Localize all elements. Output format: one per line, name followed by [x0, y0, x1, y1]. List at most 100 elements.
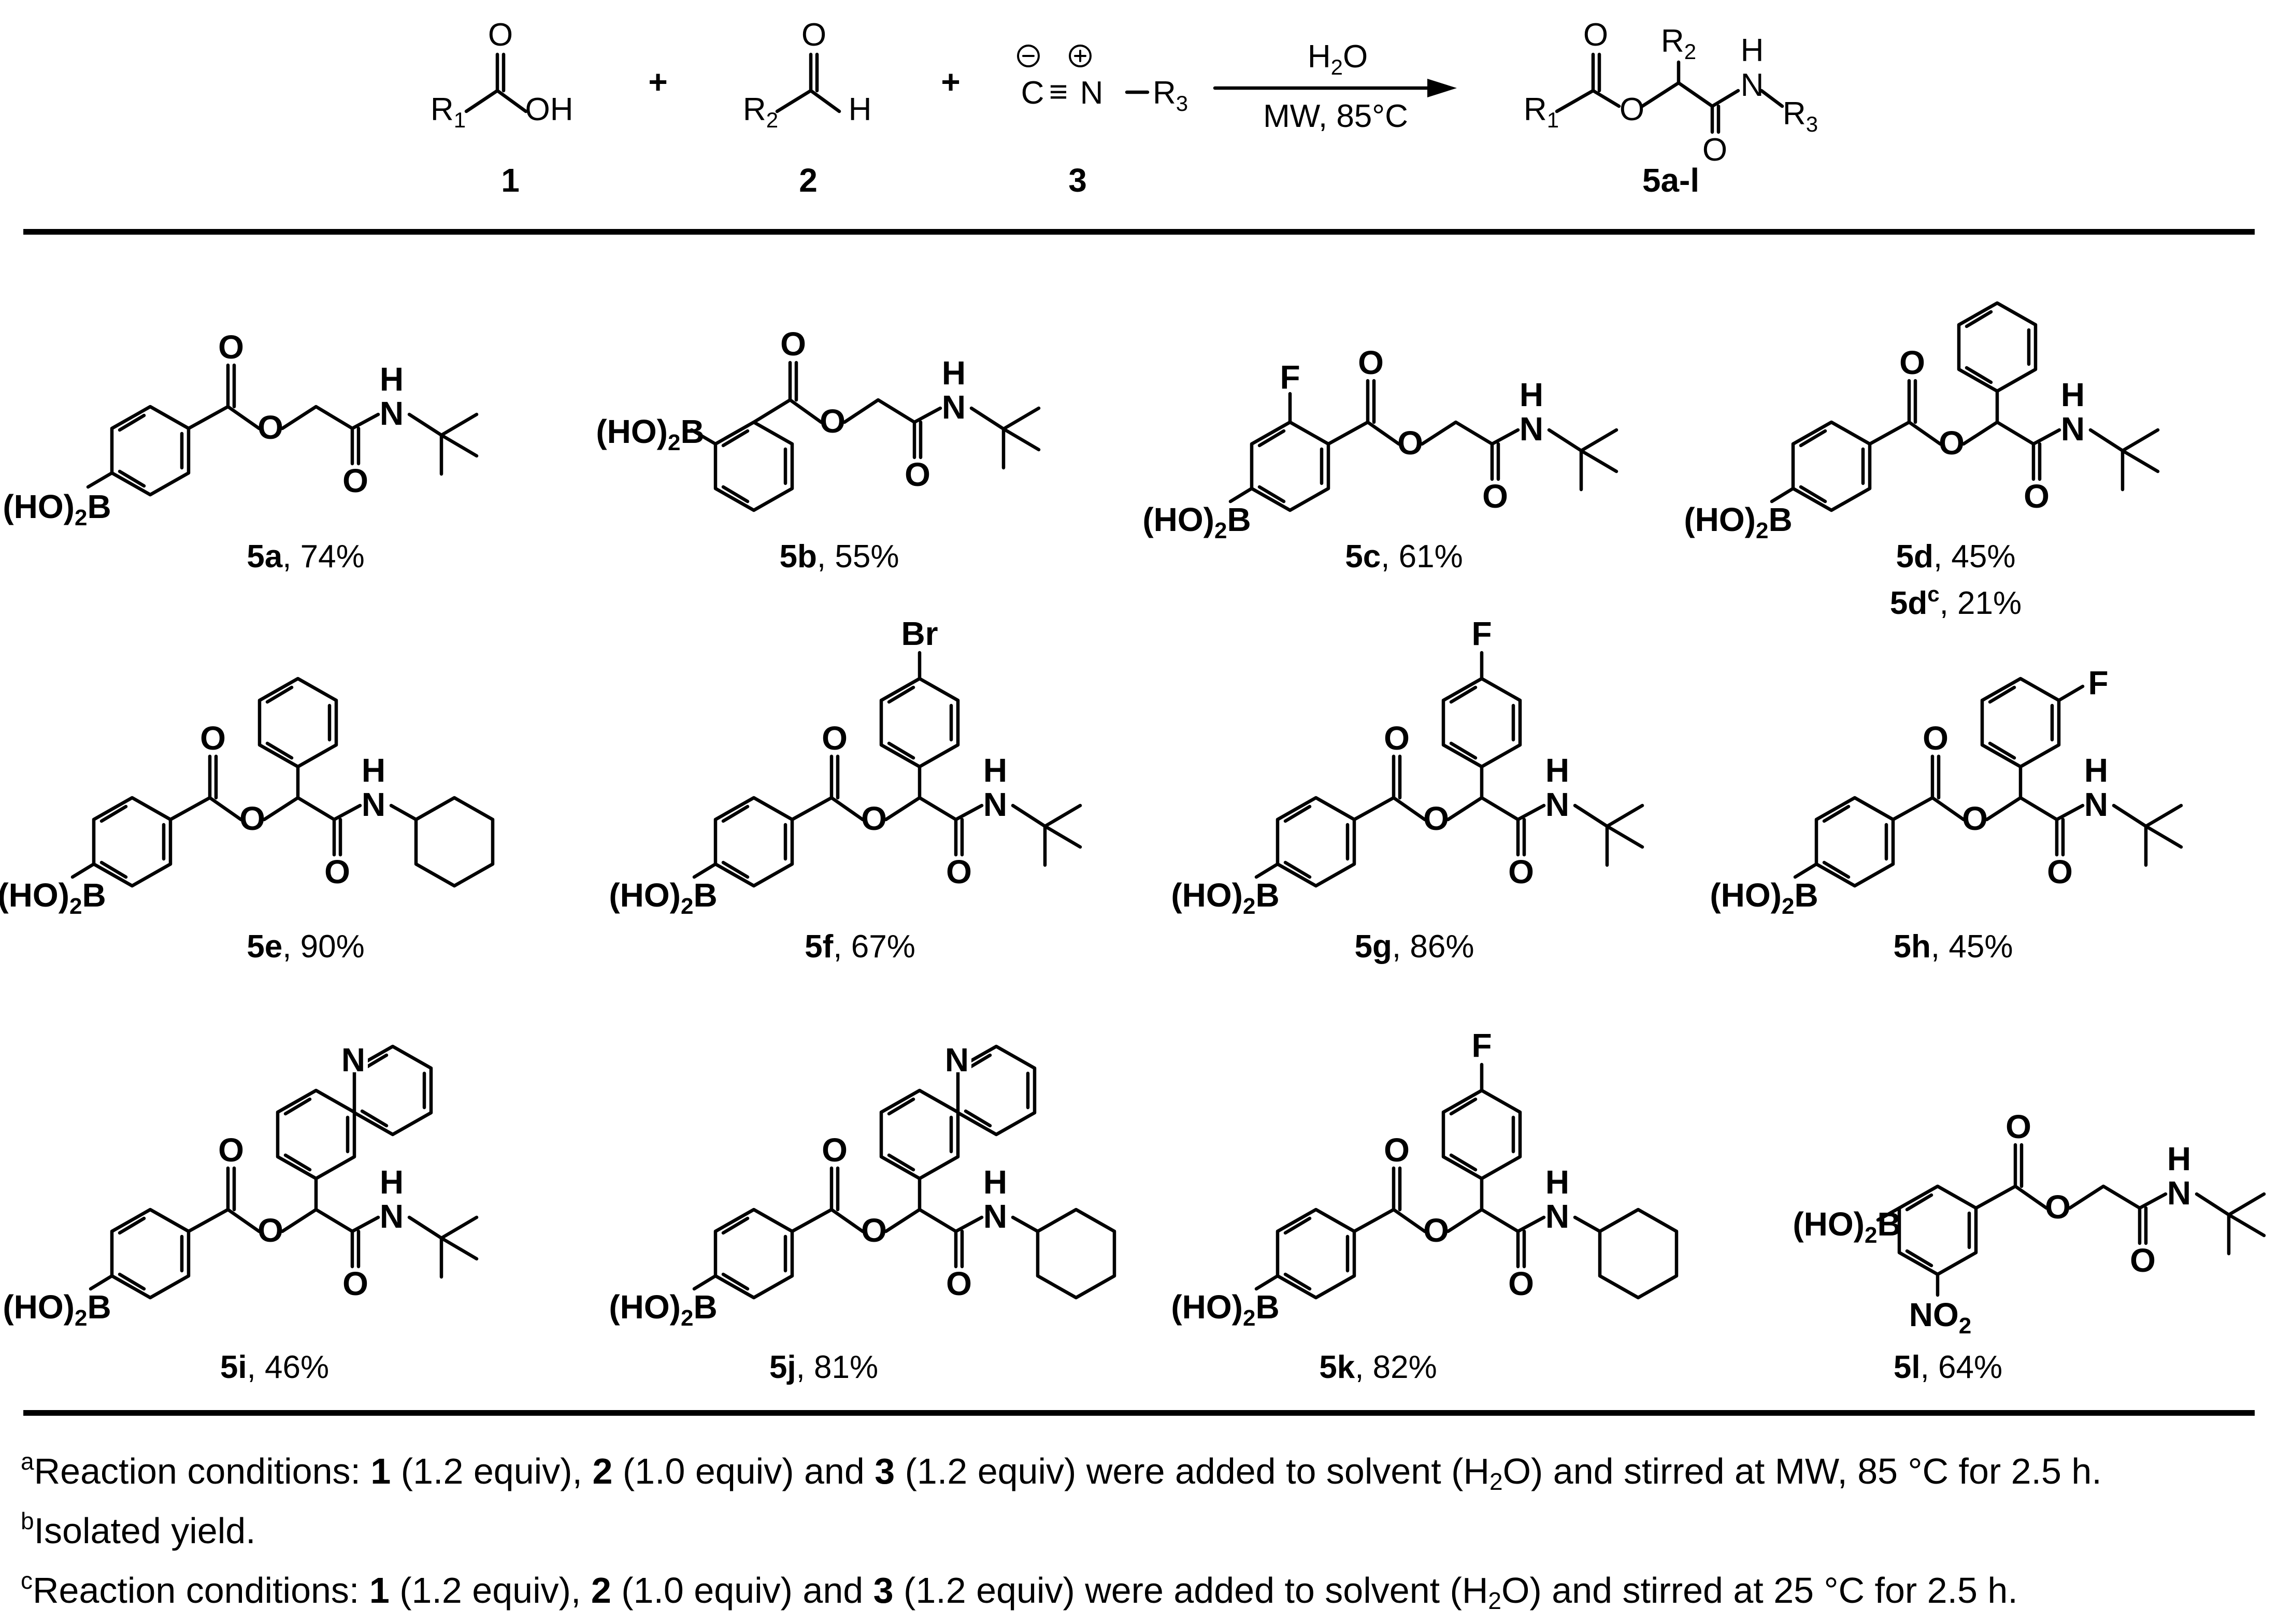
svg-text:R3: R3 — [1153, 75, 1188, 116]
svg-text:H: H — [2167, 1140, 2191, 1177]
svg-text:N: N — [1545, 786, 1569, 823]
svg-text:C: C — [1021, 75, 1044, 111]
svg-text:O: O — [780, 325, 806, 363]
svg-text:O: O — [257, 1212, 283, 1249]
svg-text:O: O — [200, 720, 226, 757]
svg-text:O: O — [2005, 1108, 2031, 1145]
structure-5a: O O O H N (HO)2B — [3, 328, 477, 530]
svg-text:Br: Br — [901, 615, 938, 652]
plus-sign-2: + — [941, 63, 960, 100]
compound-label-5c: 5c, 61% — [1345, 539, 1463, 574]
svg-text:O: O — [239, 800, 265, 837]
svg-text:O: O — [1384, 720, 1410, 757]
svg-text:F: F — [1280, 358, 1300, 396]
svg-text:N: N — [942, 389, 966, 426]
svg-text:F: F — [1471, 1027, 1492, 1064]
footnote-c: cReaction conditions: 1 (1.2 equiv), 2 (… — [21, 1567, 2018, 1614]
structure-5b: O O O H N (HO)2B — [596, 325, 1039, 510]
svg-text:O: O — [488, 17, 513, 53]
svg-text:O: O — [905, 456, 930, 493]
compound-label-5f: 5f, 67% — [805, 929, 915, 965]
structure-5f: Br O O O H N (HO)2B — [609, 615, 1080, 919]
svg-text:N: N — [341, 1041, 365, 1079]
svg-text:(HO)2B: (HO)2B — [1171, 876, 1279, 919]
svg-text:O: O — [257, 409, 283, 446]
svg-text:OH: OH — [525, 92, 574, 127]
reaction-scheme: O R1 OH 1 + O R2 H 2 + C ≡ N R3 3 H — [0, 17, 2278, 1385]
footnote-b: bIsolated yield. — [21, 1507, 256, 1551]
svg-text:O: O — [1482, 478, 1508, 515]
structure-5i: N O O O H N (HO)2B — [3, 1041, 477, 1331]
svg-text:O: O — [2024, 478, 2050, 515]
svg-text:O: O — [1384, 1131, 1410, 1169]
svg-text:H: H — [942, 354, 966, 392]
svg-text:O: O — [946, 1265, 972, 1302]
structure-5c: F O O O H N (HO)2B — [1142, 344, 1616, 543]
svg-text:F: F — [1471, 615, 1492, 652]
svg-text:H: H — [983, 752, 1007, 789]
svg-text:H: H — [362, 752, 385, 789]
svg-text:H: H — [1545, 1163, 1569, 1201]
svg-text:(HO)2B: (HO)2B — [1142, 501, 1251, 543]
svg-text:N: N — [380, 395, 404, 432]
svg-text:O: O — [342, 462, 368, 499]
compound-label-5e: 5e, 90% — [247, 929, 365, 965]
svg-text:R1: R1 — [431, 92, 466, 132]
structure-5d: O O O H N (HO)2B — [1684, 303, 2158, 543]
conditions-bottom: MW, 85°C — [1263, 98, 1408, 134]
svg-text:N: N — [945, 1041, 969, 1079]
svg-text:N: N — [380, 1198, 404, 1235]
svg-text:O: O — [1508, 853, 1534, 890]
svg-text:≡: ≡ — [1049, 74, 1068, 110]
svg-text:O: O — [801, 17, 826, 53]
svg-text:N: N — [2084, 786, 2108, 823]
compound-label-5b: 5b, 55% — [780, 539, 899, 574]
svg-text:N: N — [362, 786, 385, 823]
bottom-rule — [23, 1410, 2255, 1416]
reactant-2-label: 2 — [799, 162, 818, 199]
svg-text:O: O — [861, 800, 887, 837]
svg-text:O: O — [1620, 92, 1644, 127]
svg-text:N: N — [1080, 75, 1104, 111]
svg-text:O: O — [1397, 424, 1423, 462]
svg-text:O: O — [2130, 1242, 2156, 1279]
svg-text:R3: R3 — [1783, 96, 1818, 136]
svg-text:O: O — [218, 1131, 244, 1169]
svg-text:N: N — [1520, 410, 1543, 448]
svg-text:(HO)2B: (HO)2B — [1710, 876, 1818, 919]
svg-text:O: O — [1508, 1265, 1534, 1302]
structure-5h: F O O O H N (HO)2B — [1710, 664, 2181, 919]
svg-text:H2O: H2O — [1308, 39, 1368, 79]
scheme-reactant-2: O R2 H 2 — [743, 17, 871, 199]
svg-text:(HO)2B: (HO)2B — [1684, 501, 1792, 543]
structure-5g: F O O O H N (HO)2B — [1171, 615, 1642, 919]
svg-text:(HO)2B: (HO)2B — [0, 876, 106, 919]
svg-text:O: O — [820, 403, 846, 440]
svg-text:NO2: NO2 — [1909, 1296, 1971, 1339]
reactant-3-label: 3 — [1068, 162, 1087, 199]
svg-text:H: H — [1741, 33, 1764, 68]
svg-text:(HO)2B: (HO)2B — [1171, 1288, 1279, 1331]
svg-text:O: O — [1962, 800, 1988, 837]
svg-text:O: O — [1423, 1212, 1449, 1249]
structure-5k: F O O O H N (HO)2B — [1171, 1027, 1677, 1331]
svg-text:O: O — [946, 853, 972, 890]
top-rule — [23, 229, 2255, 235]
reaction-arrow: H2O MW, 85°C — [1213, 39, 1457, 134]
svg-text:O: O — [822, 720, 848, 757]
svg-text:N: N — [1545, 1198, 1569, 1235]
svg-text:O: O — [1423, 800, 1449, 837]
svg-text:N: N — [2061, 410, 2085, 448]
compound-label-5h: 5h, 45% — [1894, 929, 2013, 965]
svg-text:N: N — [983, 1198, 1007, 1235]
scheme-reactant-1: O R1 OH 1 — [431, 17, 574, 199]
svg-text:N: N — [2167, 1174, 2191, 1212]
structure-5e: O O O H N (HO)2B — [0, 679, 493, 919]
svg-text:(HO)2B: (HO)2B — [609, 876, 717, 919]
svg-text:O: O — [218, 328, 244, 366]
scheme-reactant-3: C ≡ N R3 3 — [1017, 45, 1188, 199]
compound-label-5d: 5d, 45% — [1896, 539, 2016, 574]
svg-text:R1: R1 — [1524, 92, 1559, 132]
plus-sign-1: + — [648, 63, 667, 100]
compound-label-5d-c: 5dc, 21% — [1890, 582, 2022, 621]
